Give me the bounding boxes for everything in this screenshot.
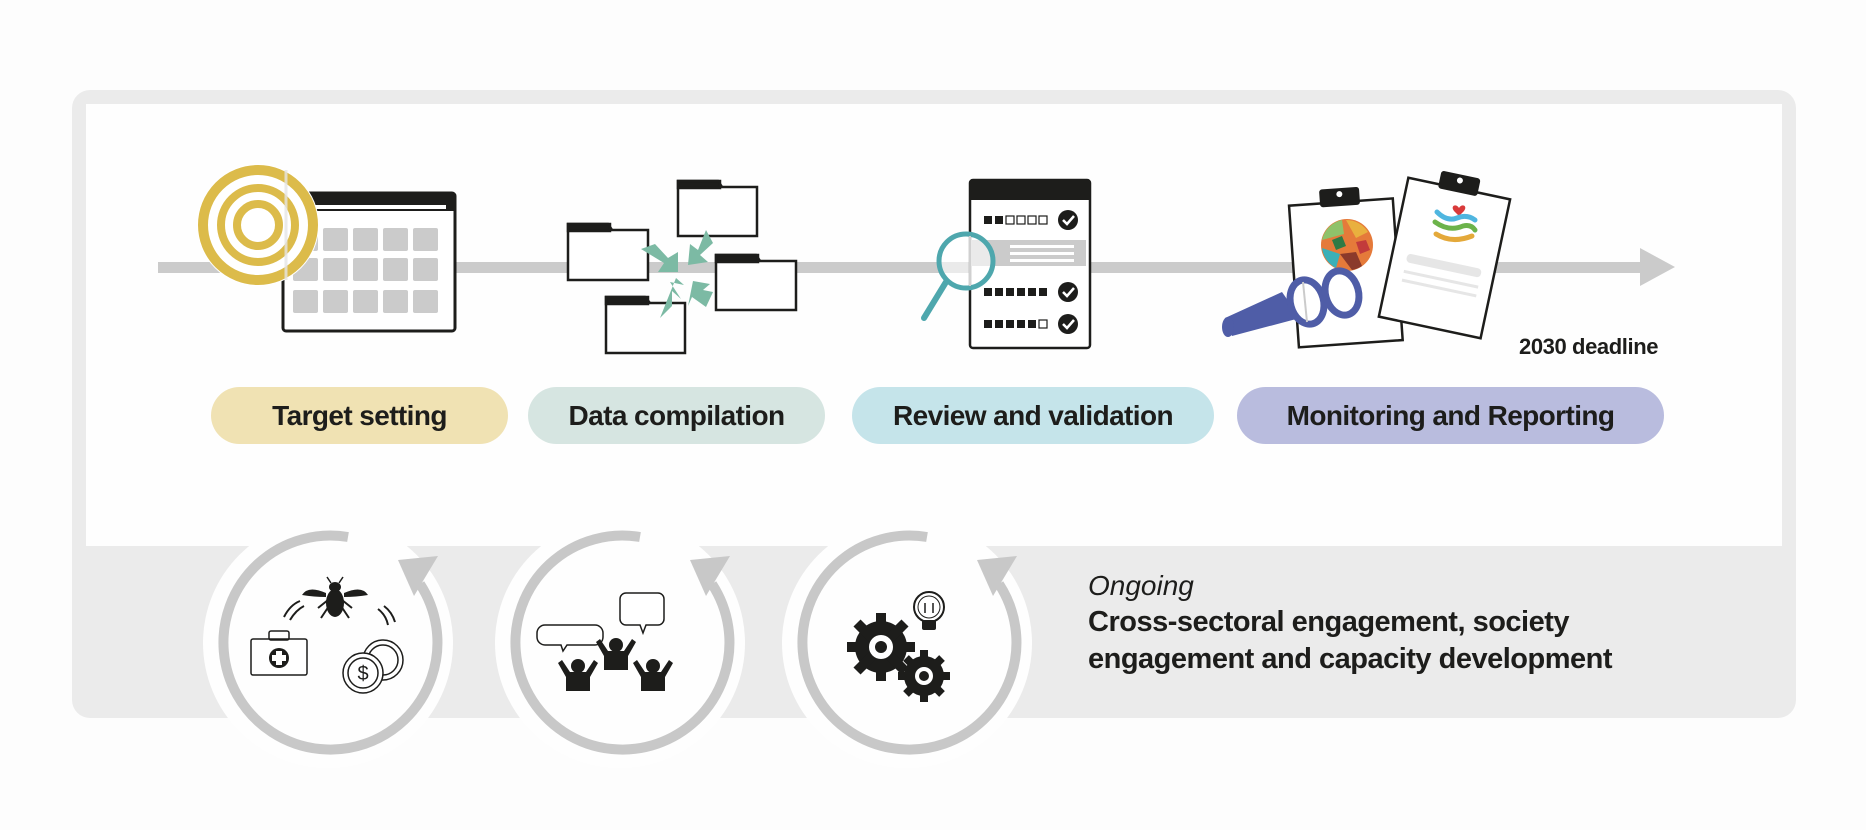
ongoing-description: Cross-sectoral engagement, society engag… <box>1088 604 1688 678</box>
ongoing-block: Ongoing Cross-sectoral engagement, socie… <box>1088 570 1688 678</box>
medical-kit-icon <box>250 630 308 676</box>
binoculars-clipboards-icon <box>1222 171 1512 349</box>
gear-icon <box>847 613 915 681</box>
target-calendar-icon <box>197 164 457 333</box>
gear-icon <box>898 650 950 702</box>
timeline-arrow <box>158 248 1675 286</box>
stage-pill-review-validation: Review and validation <box>852 387 1214 444</box>
cycle-disc-1 <box>203 518 453 768</box>
binoculars-icon <box>1222 267 1363 337</box>
checklist-magnifier-icon <box>921 178 1092 350</box>
converge-arrows-icon <box>641 230 713 318</box>
stage-pill-data-compilation: Data compilation <box>528 387 825 444</box>
wave-heart-logo-icon <box>1432 205 1478 242</box>
folders-converge-icon <box>566 179 798 355</box>
bee-icon <box>302 576 368 619</box>
mosaic-globe-icon <box>1321 219 1373 271</box>
ongoing-description-line: Cross-sectoral engagement, society <box>1088 606 1570 638</box>
lightbulb-icon <box>913 591 945 630</box>
stage-pill-target-setting: Target setting <box>211 387 508 444</box>
stage-label: Data compilation <box>568 399 786 431</box>
stage-label: Review and validation <box>893 399 1174 431</box>
bee-health-finance-icon: $ <box>250 576 404 694</box>
ongoing-description-line: engagement and capacity development <box>1088 643 1612 675</box>
deadline-label: 2030 deadline <box>1519 334 1659 359</box>
gears-lightbulb-icon <box>847 591 950 702</box>
coins-icon <box>342 639 404 694</box>
stage-label: Target setting <box>272 399 447 431</box>
ongoing-label: Ongoing <box>1088 570 1194 601</box>
check-icon <box>1058 210 1078 334</box>
stage-label: Monitoring and Reporting <box>1286 399 1615 431</box>
people-discussion-icon <box>536 592 673 691</box>
stage-pill-monitoring-reporting: Monitoring and Reporting <box>1237 387 1664 444</box>
svg-text:$: $ <box>357 663 368 685</box>
